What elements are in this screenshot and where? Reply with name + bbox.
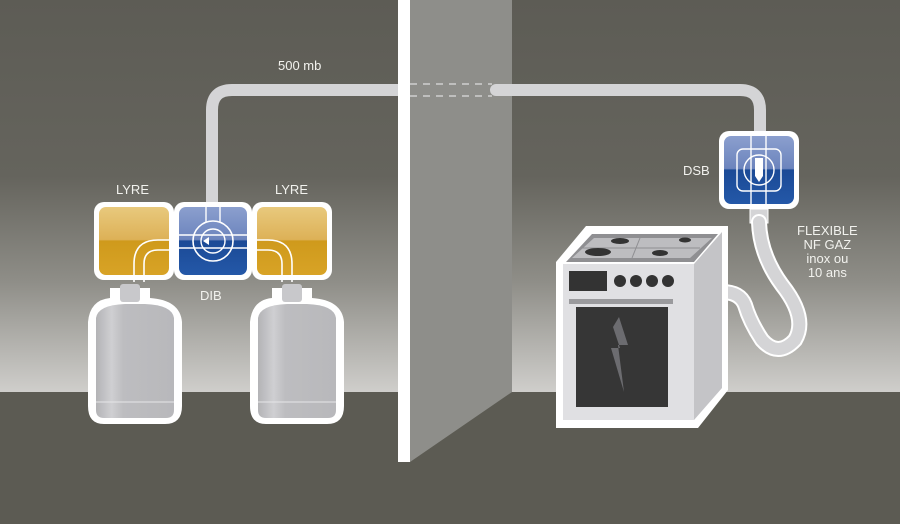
pressure-label: 500 mb [278,58,322,73]
gas-cooker [556,226,728,428]
partition-wall-edge [398,0,410,462]
dsb-valve [719,131,799,209]
dib-valve [174,202,252,280]
flexible-label-line: NF GAZ [803,237,852,252]
flexible-label: FLEXIBLE NF GAZ inox ou 10 ans [797,224,858,280]
lyre-right-box [252,202,332,282]
flexible-label-line: inox ou [806,251,849,266]
gas-cylinder-left [88,284,182,424]
lyre-right-label: LYRE [275,182,308,197]
lyre-left-box [94,202,174,282]
dsb-label: DSB [683,163,710,178]
lightning-icon [611,317,628,392]
arrow-left-icon [203,237,209,245]
flexible-label-line: 10 ans [807,265,847,280]
lyre-left-label: LYRE [116,182,149,197]
gas-pipe-left [206,84,398,205]
gas-cylinder-right [250,284,344,424]
gas-pipe-right [490,84,766,146]
arrow-down-icon [755,158,763,182]
flexible-label-line: FLEXIBLE [797,223,858,238]
partition-wall [410,0,512,462]
dib-label: DIB [200,288,222,303]
